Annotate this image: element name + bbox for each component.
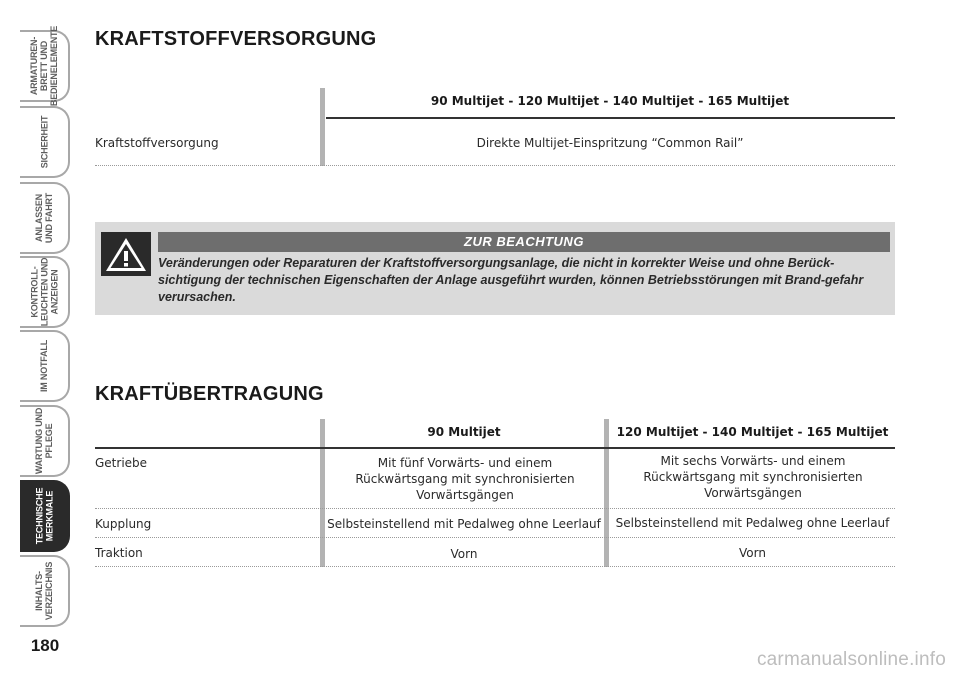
- row-divider: [95, 566, 895, 567]
- side-tab-navigation: ARMATUREN- BRETT UND BEDIENELEMENTE SICH…: [0, 0, 80, 640]
- row-divider: [95, 508, 895, 509]
- header-rule: [326, 117, 895, 119]
- section-title-transmission: KRAFTÜBERTRAGUNG: [95, 383, 324, 405]
- tab-sicherheit[interactable]: SICHERHEIT: [20, 106, 70, 178]
- tab-armaturenbrett[interactable]: ARMATUREN- BRETT UND BEDIENELEMENTE: [20, 26, 70, 106]
- fuel-row-value: Direkte Multijet-Einspritzung “Common Ra…: [476, 136, 744, 150]
- page-number: 180: [30, 636, 60, 655]
- tab-label: ANLASSEN UND FAHRT: [34, 192, 55, 244]
- tab-technische-merkmale[interactable]: TECHNISCHE MERKMALE: [20, 480, 70, 552]
- tab-anlassen[interactable]: ANLASSEN UND FAHRT: [20, 182, 70, 254]
- column-divider: [604, 419, 609, 567]
- fuel-table-header: 90 Multijet - 120 Multijet - 140 Multije…: [430, 94, 790, 108]
- tab-label: SICHERHEIT: [39, 115, 50, 169]
- header-rule: [95, 447, 895, 449]
- row-label-getriebe: Getriebe: [95, 456, 148, 470]
- cell-traktion-90: Vorn: [450, 547, 478, 561]
- row-divider: [95, 165, 895, 166]
- tab-im-notfall[interactable]: IM NOTFALL: [20, 330, 70, 402]
- column-header-120-165: 120 Multijet - 140 Multijet - 165 Multij…: [616, 425, 889, 439]
- row-label-kupplung: Kupplung: [95, 517, 152, 531]
- tab-wartung[interactable]: WARTUNG UND PFLEGE: [20, 405, 70, 477]
- row-label-traktion: Traktion: [95, 546, 143, 560]
- warning-text: Veränderungen oder Reparaturen der Kraft…: [158, 256, 864, 304]
- tab-label: INHALTS- VERZEICHNIS: [34, 561, 54, 621]
- row-divider: [95, 537, 895, 538]
- tab-label: ARMATUREN- BRETT UND BEDIENELEMENTE: [29, 25, 59, 107]
- cell-traktion-120-165: Vorn: [739, 546, 766, 560]
- fuel-row-label: Kraftstoffversorgung: [95, 136, 219, 150]
- column-divider: [320, 419, 325, 567]
- cell-kupplung-90: Selbsteinstellend mit Pedalweg ohne Leer…: [327, 517, 601, 531]
- warning-triangle-icon: [101, 232, 151, 276]
- tab-kontrollleuchten[interactable]: KONTROLL- LEUCHTEN UND ANZEIGEN: [20, 256, 70, 328]
- watermark: carmanualsonline.info: [756, 649, 946, 670]
- tab-label: WARTUNG UND PFLEGE: [34, 407, 55, 475]
- section-title-fuel: KRAFTSTOFFVERSORGUNG: [95, 28, 377, 50]
- tab-inhaltsverzeichnis[interactable]: INHALTS- VERZEICHNIS: [20, 555, 70, 627]
- cell-getriebe-90: Mit fünf Vorwärts- und einem Rückwärtsga…: [355, 456, 575, 502]
- warning-heading: ZUR BEACHTUNG: [158, 232, 890, 252]
- cell-getriebe-120-165: Mit sechs Vorwärts- und einem Rückwärtsg…: [643, 454, 863, 500]
- column-divider: [320, 88, 325, 166]
- warning-box: ZUR BEACHTUNG Veränderungen oder Reparat…: [95, 222, 895, 315]
- column-header-90: 90 Multijet: [427, 425, 501, 439]
- tab-label: IM NOTFALL: [39, 340, 49, 392]
- tab-label: TECHNISCHE MERKMALE: [34, 487, 55, 545]
- tab-label: KONTROLL- LEUCHTEN UND ANZEIGEN: [29, 257, 60, 327]
- cell-kupplung-120-165: Selbsteinstellend mit Pedalweg ohne Leer…: [615, 516, 890, 530]
